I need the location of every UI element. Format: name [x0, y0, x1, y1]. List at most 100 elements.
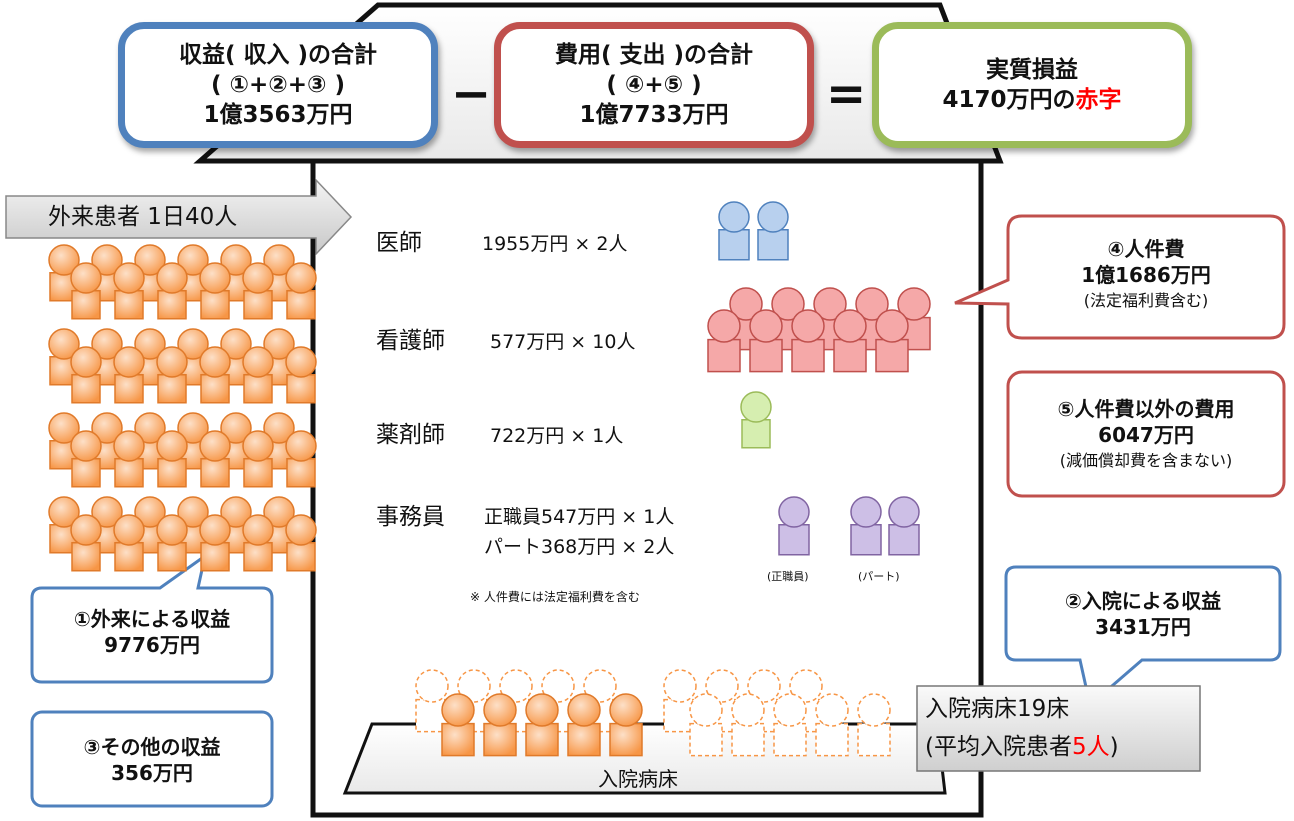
label-parttime: (パート) — [858, 570, 900, 583]
minus-sign: − — [451, 66, 492, 122]
pharmacist-person-icon — [740, 391, 772, 449]
nurse-person-icon — [875, 309, 909, 373]
other-revenue-amount: 356万円 — [111, 761, 193, 785]
personnel-cost-title: ④人件費 — [1107, 237, 1185, 261]
callout-personnel-shape — [954, 214, 1286, 340]
revenue-formula: ( ①+②+③ ) — [210, 72, 345, 98]
cost-amount: 1億7733万円 — [579, 102, 729, 128]
outpatient-person-icon — [285, 514, 317, 572]
nurse-person-icon — [833, 309, 867, 373]
deficit-label: 赤字 — [1075, 87, 1122, 113]
doctor-person-icon — [757, 201, 789, 261]
outpatient-person-icon — [70, 346, 102, 404]
personnel-cost-amount: 1億1686万円 — [1081, 263, 1211, 287]
callout-outpatient-shape — [30, 552, 274, 684]
bed-tray-label: 入院病床 — [598, 767, 678, 791]
revenue-total-box: 収益( 収入 )の合計 ( ①+②+③ ) 1億3563万円 — [118, 22, 438, 148]
inpatient-revenue-title: ②入院による収益 — [1064, 589, 1222, 613]
revenue-amount: 1億3563万円 — [203, 102, 353, 128]
label-fulltime: (正職員) — [767, 570, 809, 583]
empty-bed-icon — [663, 669, 697, 733]
empty-bed-icon — [773, 693, 807, 757]
inpatient-revenue-text: ②入院による収益 3431万円 — [1006, 588, 1280, 640]
nurse-person-icon — [707, 309, 741, 373]
outpatient-person-icon — [242, 514, 274, 572]
staff-cost-note: ※ 人件費には法定福利費を含む — [470, 590, 640, 604]
net-result-title: 実質損益 — [986, 57, 1078, 83]
outpatient-person-icon — [199, 262, 231, 320]
empty-bed-icon — [689, 693, 723, 757]
callout-other-shape — [30, 710, 274, 808]
staff-pharmacist: 薬剤師 722万円 × 1人 — [376, 420, 623, 451]
outpatient-person-icon — [113, 346, 145, 404]
clerk-parttime-person-icon — [888, 496, 920, 556]
average-inpatients: (平均入院患者5人) — [925, 734, 1119, 760]
outpatient-person-icon — [70, 262, 102, 320]
outpatient-person-icon — [70, 514, 102, 572]
outpatient-revenue-title: ①外来による収益 — [73, 607, 231, 631]
cost-formula: ( ④+⑤ ) — [606, 72, 702, 98]
nonpersonnel-cost-text: ⑤人件費以外の費用 6047万円 (減価償却費を含まない) — [1008, 396, 1284, 474]
clerk-parttime-person-icon — [850, 496, 882, 556]
callout-nonpersonnel-shape — [1006, 370, 1286, 498]
nonpersonnel-cost-amount: 6047万円 — [1098, 423, 1194, 447]
net-result-box: 実質損益 4170万円の赤字 — [872, 22, 1192, 148]
nurse-cost: 577万円 × 10人 — [490, 331, 636, 353]
outpatient-person-icon — [285, 346, 317, 404]
pharmacist-cost: 722万円 × 1人 — [490, 425, 624, 447]
personnel-cost-note: (法定福利費含む) — [1083, 291, 1209, 310]
outpatient-person-icon — [242, 346, 274, 404]
outpatient-person-icon — [70, 430, 102, 488]
clerk-parttime-cost: パート368万円 × 2人 — [484, 536, 675, 558]
doctor-person-icon — [718, 201, 750, 261]
outpatient-arrow — [5, 178, 353, 256]
nurse-person-icon — [791, 309, 825, 373]
cost-title: 費用( 支出 )の合計 — [554, 42, 754, 68]
outpatient-person-icon — [242, 430, 274, 488]
personnel-cost-text: ④人件費 1億1686万円 (法定福利費含む) — [1008, 236, 1284, 314]
empty-bed-icon — [857, 693, 891, 757]
inpatient-person-icon — [525, 693, 559, 757]
outpatient-person-icon — [242, 262, 274, 320]
clerk-fulltime-person-icon — [778, 496, 810, 556]
nurse-role: 看護師 — [376, 328, 445, 354]
empty-bed-icon — [815, 693, 849, 757]
nonpersonnel-cost-note: (減価償却費を含まない) — [1059, 451, 1233, 470]
outpatient-person-icon — [199, 346, 231, 404]
outpatient-person-icon — [156, 262, 188, 320]
outpatient-person-icon — [199, 430, 231, 488]
staff-doctor: 医師 1955万円 × 2人 — [376, 228, 627, 259]
outpatient-person-icon — [156, 346, 188, 404]
staff-nurse: 看護師 577万円 × 10人 — [376, 326, 635, 357]
net-result-value: 4170万円の赤字 — [942, 87, 1122, 113]
callout-inpatient-shape — [1004, 565, 1282, 708]
clerk-fulltime-cost: 正職員547万円 × 1人 — [484, 506, 675, 528]
pharmacist-role: 薬剤師 — [376, 422, 445, 448]
doctor-role: 医師 — [376, 230, 422, 256]
outpatient-person-icon — [285, 430, 317, 488]
outpatient-person-icon — [113, 262, 145, 320]
bed-info-text: 入院病床19床 (平均入院患者5人) — [925, 690, 1119, 766]
inpatient-person-icon — [609, 693, 643, 757]
outpatient-revenue-amount: 9776万円 — [104, 633, 200, 657]
outpatient-person-icon — [285, 262, 317, 320]
outpatient-person-icon — [156, 514, 188, 572]
doctor-cost: 1955万円 × 2人 — [482, 233, 628, 255]
inpatient-person-icon — [441, 693, 475, 757]
inpatient-revenue-amount: 3431万円 — [1095, 615, 1191, 639]
outpatient-person-icon — [156, 430, 188, 488]
outpatient-person-icon — [113, 514, 145, 572]
empty-bed-icon — [415, 669, 449, 733]
inpatient-person-icon — [567, 693, 601, 757]
nurse-person-icon — [749, 309, 783, 373]
outpatient-person-icon — [113, 430, 145, 488]
outpatient-revenue-text: ①外来による収益 9776万円 — [32, 606, 272, 658]
bed-count: 入院病床19床 — [925, 696, 1070, 722]
other-revenue-text: ③その他の収益 356万円 — [32, 734, 272, 786]
outpatient-arrow-label: 外来患者 1日40人 — [48, 204, 238, 230]
bed-info-box — [916, 685, 1201, 772]
equals-sign: = — [826, 66, 867, 122]
cost-total-box: 費用( 支出 )の合計 ( ④+⑤ ) 1億7733万円 — [494, 22, 814, 148]
staff-clerk: 事務員正職員547万円 × 1人パート368万円 × 2人 — [376, 502, 674, 562]
empty-bed-icon — [731, 693, 765, 757]
